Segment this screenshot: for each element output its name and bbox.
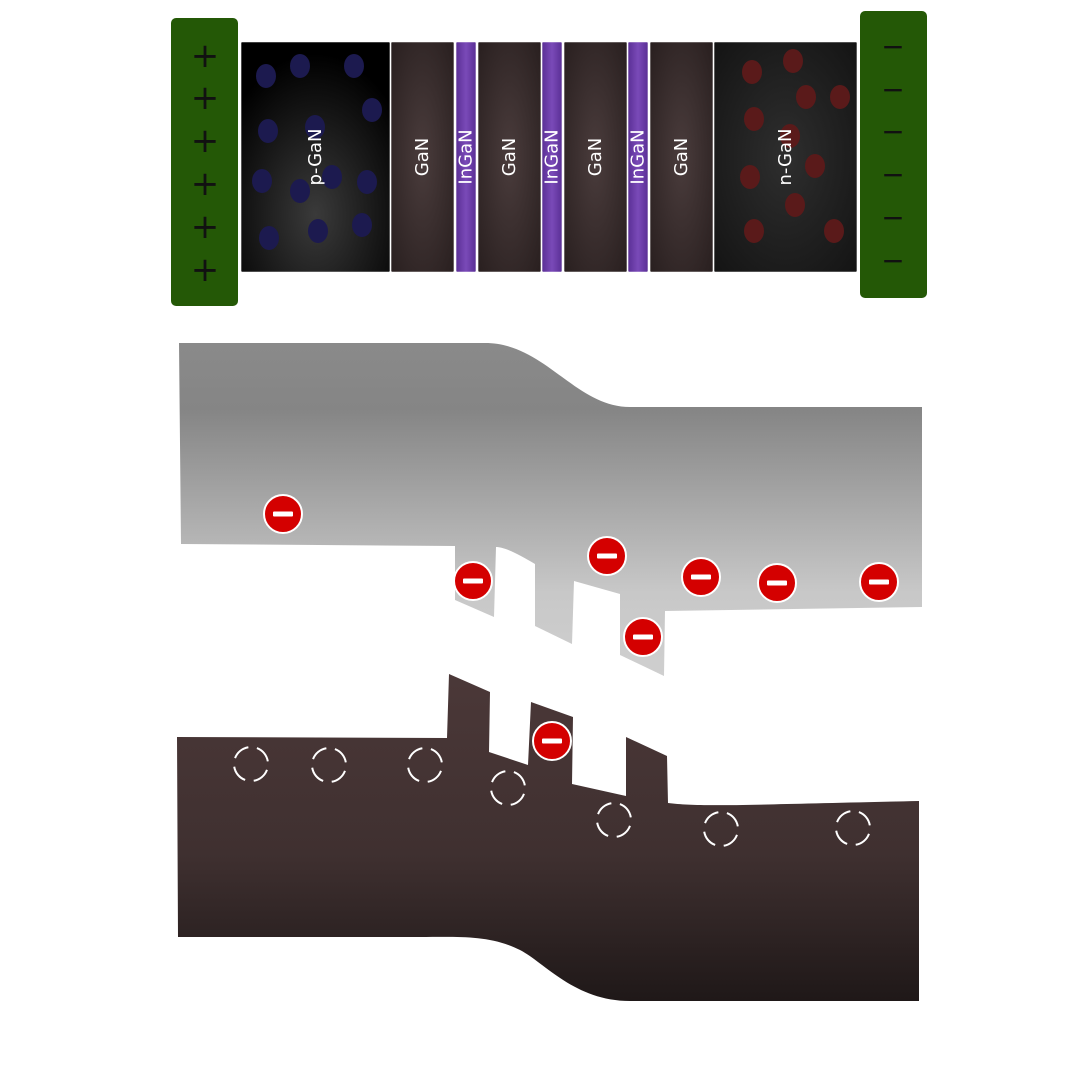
layer-gan: GaN (649, 41, 714, 273)
band-diagram (177, 343, 922, 1001)
cathode-plate (860, 11, 927, 298)
hole-icon (233, 746, 269, 782)
anode-electrode: ++++++ (171, 18, 238, 306)
layer-label: InGaN (542, 129, 563, 184)
electron-icon (532, 721, 572, 761)
layer-label: InGaN (456, 129, 477, 184)
minus-sign-icon: − (881, 30, 904, 63)
minus-sign-icon: − (881, 158, 904, 191)
electrons (263, 494, 899, 761)
donor-dot (830, 85, 850, 109)
layer-label: InGaN (628, 129, 649, 184)
layer-label: p-GaN (305, 128, 326, 185)
valence-band (177, 674, 919, 1001)
cathode-electrode: − − − − − − (860, 11, 927, 298)
layer-label: GaN (412, 138, 433, 176)
acceptor-dot (252, 169, 272, 193)
acceptor-dot (259, 226, 279, 250)
layer-n-gan: n-GaN (713, 41, 858, 273)
layer-label: n-GaN (775, 128, 796, 185)
layer-gan: GaN (477, 41, 542, 273)
layer-gan: GaN (563, 41, 628, 273)
acceptor-dot (322, 165, 342, 189)
plus-sign-icon: + (191, 164, 220, 204)
acceptor-dot (305, 115, 325, 139)
electron-icon (453, 561, 493, 601)
donor-dot (824, 219, 844, 243)
plus-sign-icon: + (191, 78, 220, 118)
plus-sign-icon: + (191, 121, 220, 161)
electron-icon (757, 563, 797, 603)
acceptor-dot (258, 119, 278, 143)
layer-block (477, 41, 542, 273)
cathode-signs: − − − − − − (881, 30, 904, 277)
layer-block (390, 41, 455, 273)
acceptor-dot (308, 219, 328, 243)
layer-block (713, 41, 858, 273)
donor-dot (796, 85, 816, 109)
donor-dot (742, 60, 762, 84)
donor-dot (780, 124, 800, 148)
minus-sign-icon: − (881, 244, 904, 277)
plus-sign-icon: + (191, 250, 220, 290)
donor-dot (805, 154, 825, 178)
layer-block (563, 41, 628, 273)
layer-ingan: InGaN (541, 41, 563, 273)
hole-icon (311, 747, 347, 783)
holes (233, 746, 871, 847)
minus-sign-icon: − (881, 201, 904, 234)
electron-icon (681, 557, 721, 597)
donor-dot (740, 165, 760, 189)
layer-ingan: InGaN (627, 41, 649, 273)
layer-block (455, 41, 477, 273)
electron-icon (587, 536, 627, 576)
acceptor-dot (344, 54, 364, 78)
conduction-band (179, 343, 922, 676)
layer-stack: p-GaN GaN InGaN GaN InGaN GaN InGaN GaN n-GaN (240, 41, 858, 273)
anode-plate (171, 18, 238, 306)
acceptor-dot (352, 213, 372, 237)
minus-sign-icon: − (881, 115, 904, 148)
layer-block (240, 41, 391, 273)
layer-label: GaN (499, 138, 520, 176)
layer-p-gan: p-GaN (240, 41, 391, 273)
donor-dot (783, 49, 803, 73)
donor-dot (744, 107, 764, 131)
acceptor-dot (362, 98, 382, 122)
anode-signs: ++++++ (191, 36, 220, 290)
layer-gan: GaN (390, 41, 455, 273)
electron-icon (263, 494, 303, 534)
plus-sign-icon: + (191, 36, 220, 76)
hole-icon (596, 802, 632, 838)
hole-icon (490, 770, 526, 806)
electron-icon (623, 617, 663, 657)
electron-icon (859, 562, 899, 602)
layer-label: GaN (671, 138, 692, 176)
acceptor-dot (256, 64, 276, 88)
plus-sign-icon: + (191, 207, 220, 247)
acceptor-dot (290, 54, 310, 78)
hole-icon (703, 811, 739, 847)
layer-label: GaN (585, 138, 606, 176)
layer-block (649, 41, 714, 273)
layer-ingan: InGaN (455, 41, 477, 273)
acceptor-dot (290, 179, 310, 203)
layer-block (627, 41, 649, 273)
donor-dot (744, 219, 764, 243)
minus-sign-icon: − (881, 73, 904, 106)
layer-block (541, 41, 563, 273)
hole-icon (407, 747, 443, 783)
donor-dot (785, 193, 805, 217)
hole-icon (835, 810, 871, 846)
acceptor-dot (357, 170, 377, 194)
